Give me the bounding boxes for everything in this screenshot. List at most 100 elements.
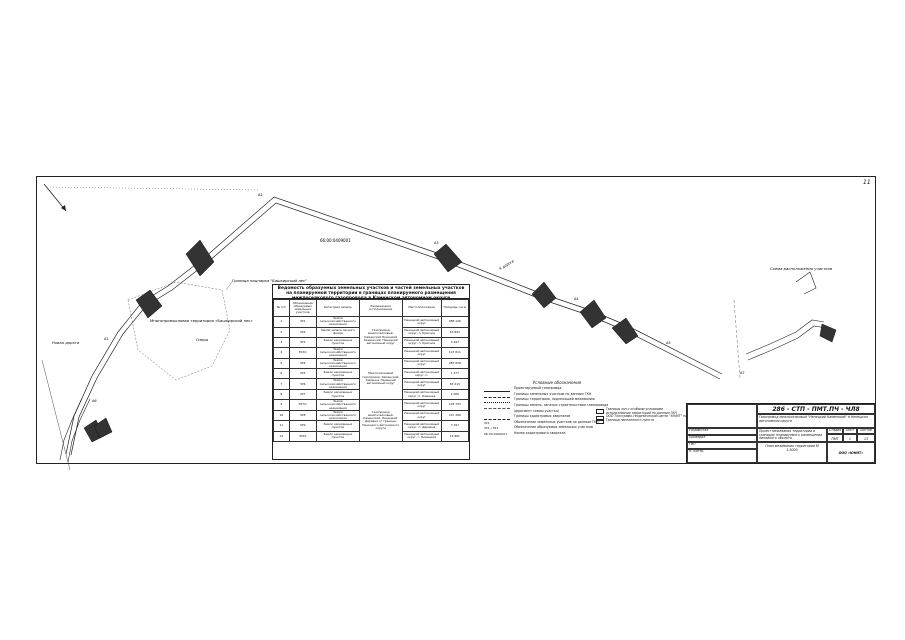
project-title: Проект межевания территории в границах п… xyxy=(757,428,827,442)
table-cell: Ненецкий автономный округ xyxy=(401,347,442,359)
point-a7: А7 xyxy=(740,371,745,375)
legend-title: Условные обозначения xyxy=(532,380,582,385)
role-row: Проверил xyxy=(687,435,757,442)
forest-boundary-label: Граница нацпарка "Башкирский лес" xyxy=(232,278,307,283)
table-cell: Ненецкий автономный округ xyxy=(401,409,442,422)
table-cell: Ненецкий автономный округ xyxy=(401,316,442,328)
fragment-scheme xyxy=(745,271,837,361)
legend-item: Проектируемый газопровод xyxy=(484,386,600,393)
table-cell: Ненецкий автономный округ, г. Ненецкий xyxy=(401,430,442,442)
table-cell: 6 xyxy=(273,368,290,380)
table-cell: ЗУ9 xyxy=(288,420,317,432)
table-cell: Земли сельскохозяйственного назначения xyxy=(315,357,360,370)
role-row: ГИП xyxy=(687,442,757,449)
north-arrow-icon xyxy=(43,183,67,212)
col-header: Категория земель xyxy=(315,299,360,317)
table-cell: ЗУ2 xyxy=(288,326,317,338)
point-a5: А5 xyxy=(666,341,671,345)
table-cell: Ненецкий автономный округ, п. Каменка xyxy=(401,388,442,401)
table-cell: Земли сельскохозяйственного назначения xyxy=(315,347,360,359)
lake-area-label: Многопромысловая территория «Башкирский … xyxy=(150,318,253,323)
table-cell: 8 xyxy=(273,388,290,401)
role-row: Разработал xyxy=(687,428,757,435)
role-row: Н. контр. xyxy=(687,449,757,463)
legend-symbol-icon xyxy=(484,410,510,414)
legend-label: Границы территории, подлежащей межеванию xyxy=(514,397,595,402)
table-cell: 197 368 xyxy=(440,409,470,422)
table-cell: ЗУ10 xyxy=(288,430,317,442)
table-cell: 2 066 xyxy=(440,388,470,401)
table-cell: Земли сельскохозяйственного назначения xyxy=(315,399,360,411)
legend-label: Границы кадастровых кварталов xyxy=(514,414,571,419)
legend-item: Границы земельных участков по данным ГКН xyxy=(484,392,600,398)
table-cell: 288 126 xyxy=(440,316,470,328)
table-header-row: № п/п Обозначение образуемых земельных у… xyxy=(273,299,470,317)
col-header: Местоположение xyxy=(401,299,442,317)
legend-symbol-icon xyxy=(484,404,510,409)
table-cell: ЗУ7/1 xyxy=(288,399,317,411)
col-header: Обозначение образуемых земельных участко… xyxy=(288,299,317,317)
table-cell: ЗУ3 xyxy=(288,336,317,348)
table-cell: Земли населенных пунктов xyxy=(315,420,360,432)
parcel-table: Ведомость образуемых земельных участков … xyxy=(272,284,470,460)
parcel-table-title: Ведомость образуемых земельных участков … xyxy=(273,285,469,299)
table-cell: Ненецкий автономный округ, п. Красное xyxy=(401,326,442,338)
point-a3: А3 xyxy=(434,241,439,245)
table-cell: Земли сельскохозяйственного назначения xyxy=(315,409,360,422)
table-cell: 83 213 xyxy=(440,378,470,390)
legend-label: Обозначение образуемых земельных участко… xyxy=(514,425,593,430)
table-cell: ЗУ4 xyxy=(288,357,317,370)
parcel-table-grid: № п/п Обозначение образуемых земельных у… xyxy=(273,299,470,442)
sheets-label: Листов xyxy=(857,428,875,434)
table-cell: 5 xyxy=(273,357,290,370)
stage-label: Стадия xyxy=(827,428,843,434)
legend-symbol-icon: ЗУ1 / ЗУ1 xyxy=(484,426,499,431)
table-cell: 9 xyxy=(273,399,290,411)
table-cell-use: Газопровод межпоселковый. Каменский. Нен… xyxy=(358,399,403,442)
table-cell: 1 377 xyxy=(440,368,470,380)
table-cell: 2 xyxy=(273,326,290,338)
col-header: Разрешенное использование xyxy=(358,299,403,317)
object-title: Газопровод межпоселковый "Ненецкий Камен… xyxy=(757,414,875,428)
table-cell: Земли населенных пунктов xyxy=(315,430,360,442)
note-text: Граница населенного пункта xyxy=(606,417,654,422)
note-text: ООО Топографо-геодезический центр "ЮНИТ"… xyxy=(606,414,694,419)
note-item: Границы зон с особыми условиями xyxy=(596,407,700,414)
table-cell: 7 xyxy=(273,378,290,390)
cadastral-lines xyxy=(49,186,741,381)
point-a4: А4 xyxy=(574,297,579,301)
table-cell: ЗУ6 xyxy=(288,378,317,390)
road-top-label: К дороге xyxy=(499,259,515,271)
table-cell: 3 xyxy=(273,336,290,348)
table-cell: Ненецкий автономный округ, п. xyxy=(401,368,442,380)
legend-label: (фрагмент схемы участка) xyxy=(514,408,559,413)
table-cell: Ненецкий автономный округ xyxy=(401,378,442,390)
revision-grid xyxy=(687,404,757,428)
road-left xyxy=(41,359,91,471)
legend-label: Обозначение земельных участков по данным… xyxy=(514,419,599,424)
table-cell: Земли населенных пунктов xyxy=(315,336,360,348)
legend-item: Границы земель, занятых строительством г… xyxy=(484,403,608,409)
legend-label: Номер кадастрового квартала xyxy=(514,430,566,435)
note-text: Границы зон с особыми условиями xyxy=(606,407,663,411)
table-cell: 14 881 xyxy=(440,430,470,442)
sheets-value: 13 xyxy=(857,434,875,442)
cadastral-block-label: 66:00:0409001 xyxy=(320,238,351,243)
legend-symbol-icon xyxy=(484,393,510,398)
table-cell: Земли населенных пунктов xyxy=(315,388,360,401)
legend-item: (фрагмент схемы участка) xyxy=(484,409,600,415)
fragment-label: Схема расположения участков xyxy=(770,266,833,271)
table-cell: 11 xyxy=(273,420,290,432)
col-header: Площадь, кв.м xyxy=(440,299,470,317)
